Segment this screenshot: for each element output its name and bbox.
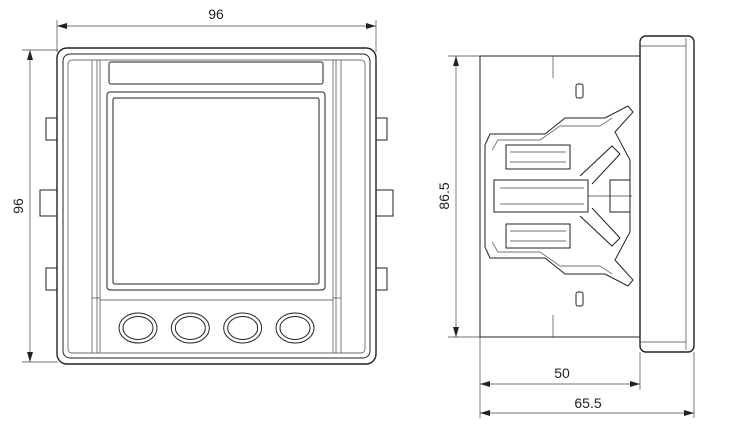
display-screen: [112, 97, 320, 285]
front-button: [275, 312, 315, 344]
side-depth-body-label: 50: [554, 365, 570, 381]
front-height-dimension: 96: [10, 49, 58, 363]
side-height-label: 86.5: [436, 182, 452, 209]
side-depth-body-dimension: 50: [479, 337, 641, 418]
front-button: [223, 312, 263, 344]
side-height-dimension: 86.5: [436, 55, 480, 338]
side-body: [479, 55, 641, 338]
label-strip: [108, 61, 324, 85]
display-window: [106, 91, 326, 291]
side-bezel: [639, 35, 695, 353]
front-button: [170, 312, 210, 344]
front-buttons: [118, 312, 315, 344]
side-depth-total-label: 65.5: [574, 395, 601, 411]
front-view: 96 96: [10, 6, 394, 365]
front-width-dimension: 96: [56, 6, 377, 52]
front-side-clips: [39, 117, 394, 291]
front-width-label: 96: [208, 6, 224, 22]
front-height-label: 96: [10, 198, 26, 214]
front-bezel: [56, 47, 377, 365]
front-button: [118, 312, 158, 344]
mounting-clamp: [484, 105, 634, 287]
side-depth-total-dimension: 65.5: [480, 352, 695, 418]
side-view: 86.5: [436, 35, 695, 418]
